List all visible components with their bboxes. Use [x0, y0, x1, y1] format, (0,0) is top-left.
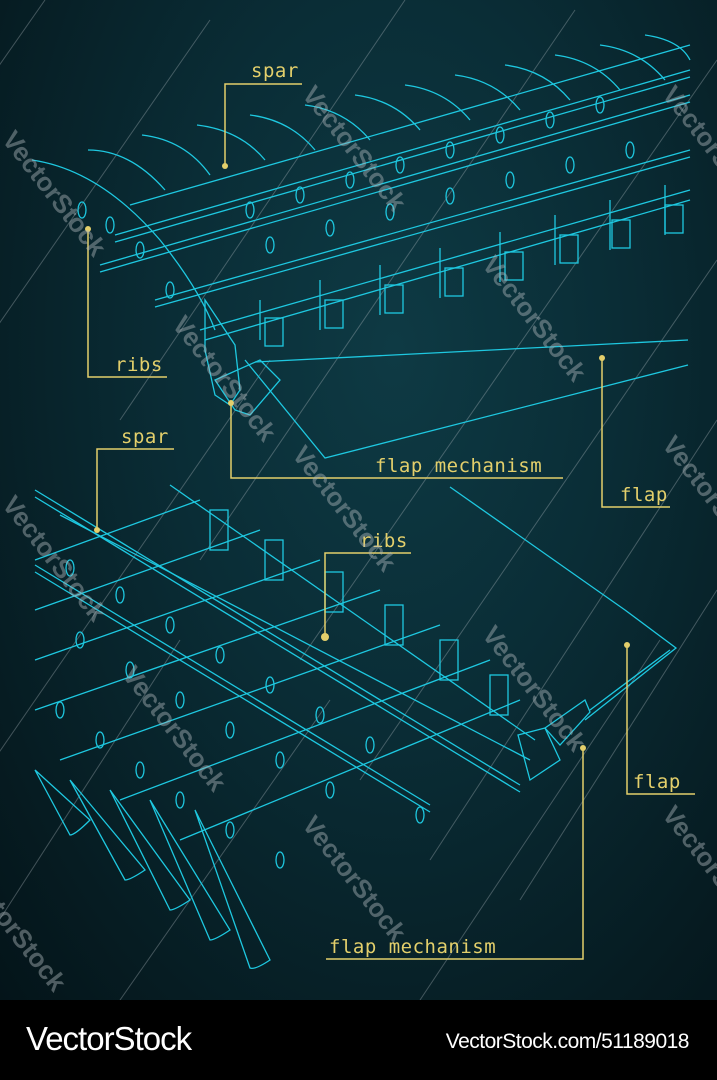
- label-top-flap: flap: [620, 484, 668, 506]
- top-wing-drawing: [31, 34, 691, 459]
- footer-url: VectorStock.com/51189018: [445, 1030, 690, 1053]
- label-bottom-flap: flap: [633, 771, 681, 793]
- footer-bar: VectorStock VectorStock.com/51189018: [0, 1000, 717, 1080]
- label-bottom-flap-mechanism: flap mechanism: [329, 936, 497, 958]
- watermark-lines: [0, 0, 717, 1000]
- label-bottom-ribs: ribs: [360, 530, 408, 552]
- blueprint-canvas: spar ribs flap mechanism flap spar ribs …: [0, 0, 717, 1000]
- bottom-wing-drawing: [34, 484, 678, 969]
- label-top-spar: spar: [251, 60, 299, 82]
- footer-brand: VectorStock: [26, 1020, 192, 1057]
- annotation-leaders: [85, 83, 695, 960]
- label-bottom-spar: spar: [121, 426, 169, 448]
- label-top-ribs: ribs: [115, 354, 163, 376]
- label-top-flap-mechanism: flap mechanism: [375, 455, 543, 477]
